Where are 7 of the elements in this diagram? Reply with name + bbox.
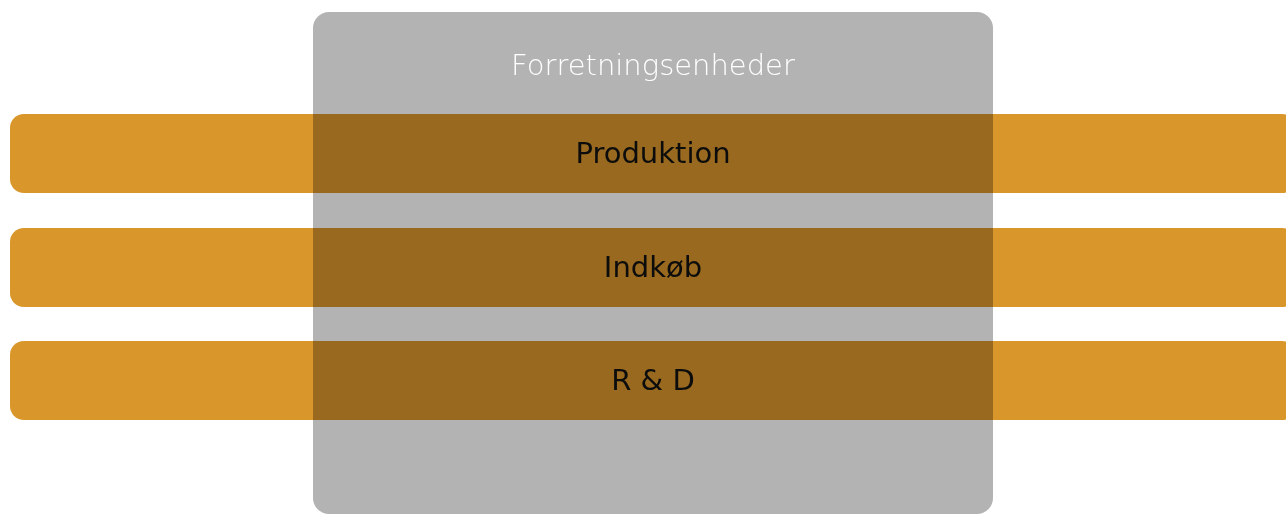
function-band [10, 114, 1286, 193]
band-label: R & D [611, 363, 695, 398]
panel-title: Forretningsenheder [511, 48, 795, 83]
band-label: Indkøb [603, 250, 703, 285]
band-label: Produktion [575, 136, 731, 171]
function-band [10, 341, 1286, 420]
function-band [10, 228, 1286, 307]
